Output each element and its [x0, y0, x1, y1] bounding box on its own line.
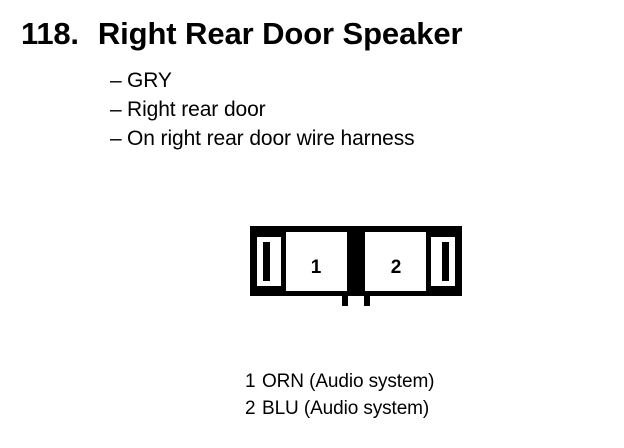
legend-pin-number: 1 — [245, 371, 256, 392]
connector-diagram: 1 2 — [249, 225, 463, 307]
component-number: 118. — [21, 16, 79, 51]
list-item: – On right rear door wire harness — [110, 127, 580, 156]
keying-notch-window — [348, 296, 364, 307]
detail-location: Right rear door — [127, 98, 266, 121]
list-item: – GRY — [110, 69, 580, 98]
component-title: Right Rear Door Speaker — [97, 16, 463, 51]
connector-svg: 1 2 — [250, 226, 462, 307]
dash-bullet-icon: – — [110, 127, 122, 150]
cavity-1-window — [286, 232, 347, 291]
dash-bullet-icon: – — [110, 98, 122, 121]
detail-wire-color: GRY — [127, 69, 172, 92]
right-lock-tab-bar — [442, 242, 449, 281]
cavity-2-pin-number: 2 — [391, 257, 402, 278]
left-lock-tab-bar — [263, 242, 270, 281]
dash-bullet-icon: – — [110, 69, 122, 92]
legend-pin-description: ORN (Audio system) — [262, 371, 435, 392]
pin-legend: 1 ORN (Audio system) 2 BLU (Audio system… — [245, 371, 575, 425]
connector-body-outline — [250, 226, 462, 306]
page-title: 118. Right Rear Door Speaker — [21, 16, 601, 56]
legend-pin-number: 2 — [245, 398, 256, 419]
list-item: – Right rear door — [110, 98, 580, 127]
cavity-2-window — [365, 232, 426, 291]
component-details-list: – GRY – Right rear door – On right rear … — [110, 69, 580, 156]
legend-pin-description: BLU (Audio system) — [262, 398, 430, 419]
detail-harness: On right rear door wire harness — [127, 127, 415, 150]
list-item: 2 BLU (Audio system) — [245, 398, 575, 425]
cavity-1-pin-number: 1 — [311, 257, 322, 278]
list-item: 1 ORN (Audio system) — [245, 371, 575, 398]
